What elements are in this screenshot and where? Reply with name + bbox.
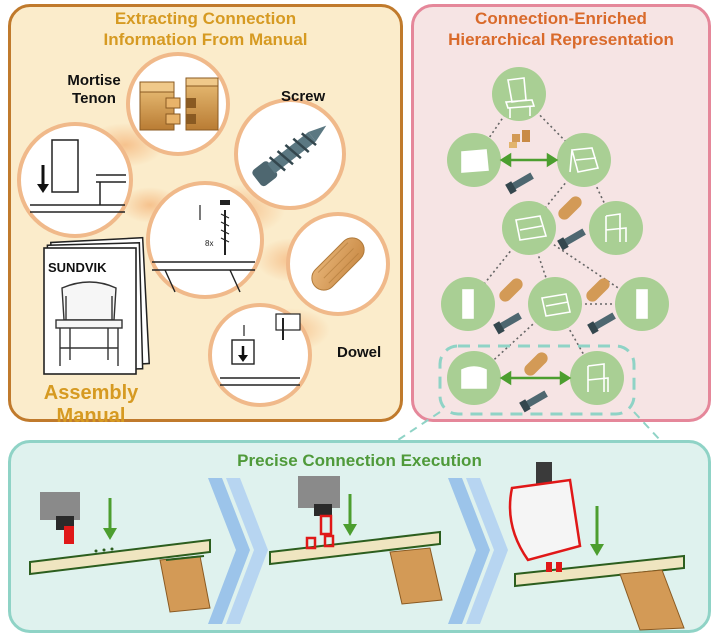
chevrons xyxy=(208,478,508,624)
mortise-tenon-circle xyxy=(126,52,230,156)
dowel-label: Dowel xyxy=(337,344,382,361)
pictogram-dowel-circle xyxy=(208,303,312,407)
title-line-1: Connection-Enriched xyxy=(475,9,647,28)
title-line-2: Hierarchical Representation xyxy=(448,30,674,49)
title-line-2: Information From Manual xyxy=(103,30,308,49)
screw-label: Screw xyxy=(281,88,326,105)
tree-connectors xyxy=(493,130,616,413)
assembly-manual-label: Assembly Manual xyxy=(36,382,146,428)
highlighted-pair-box xyxy=(438,344,636,416)
mortise-block-icon xyxy=(139,81,181,131)
execution-title: Precise Connection Execution xyxy=(237,451,482,470)
pictogram-mortise-circle xyxy=(17,122,133,238)
pictogram-count: 8x xyxy=(205,239,213,248)
step-2-scene xyxy=(269,476,443,605)
tenon-block-icon xyxy=(185,77,219,131)
screw-icon xyxy=(252,125,327,187)
pictogram-screw-circle: 8x xyxy=(146,181,264,299)
step-1-scene xyxy=(29,492,211,613)
step-3-scene xyxy=(508,462,685,631)
assembly-manual: SUNDVIK xyxy=(43,236,151,375)
mortise-label-line-2: Tenon xyxy=(72,90,116,107)
execution-panel xyxy=(8,440,711,633)
backrest-panel-highlight xyxy=(508,478,582,562)
dowel-icon xyxy=(311,237,365,291)
manual-extraction-title: Extracting Connection Information From M… xyxy=(8,8,403,50)
screw-circle xyxy=(234,98,346,210)
back-leaf-node xyxy=(570,351,624,405)
title-line-1: Extracting Connection xyxy=(114,9,297,28)
connection-arrows xyxy=(499,152,572,386)
root-chair-node xyxy=(492,67,546,121)
node-icons xyxy=(461,77,648,392)
dowel-circle xyxy=(286,212,390,316)
manual-chair-icon xyxy=(55,281,123,366)
manual-title: SUNDVIK xyxy=(48,260,107,275)
manual-label-line-1: Assembly xyxy=(43,382,139,404)
hierarchy-nodes xyxy=(441,67,669,405)
manual-label-line-2: Manual xyxy=(56,405,126,427)
hierarchy-title: Connection-Enriched Hierarchical Represe… xyxy=(411,8,711,50)
backrest-node xyxy=(589,201,643,255)
mortise-tenon-label: Mortise Tenon xyxy=(58,72,130,108)
mortise-label-line-1: Mortise xyxy=(67,72,121,89)
